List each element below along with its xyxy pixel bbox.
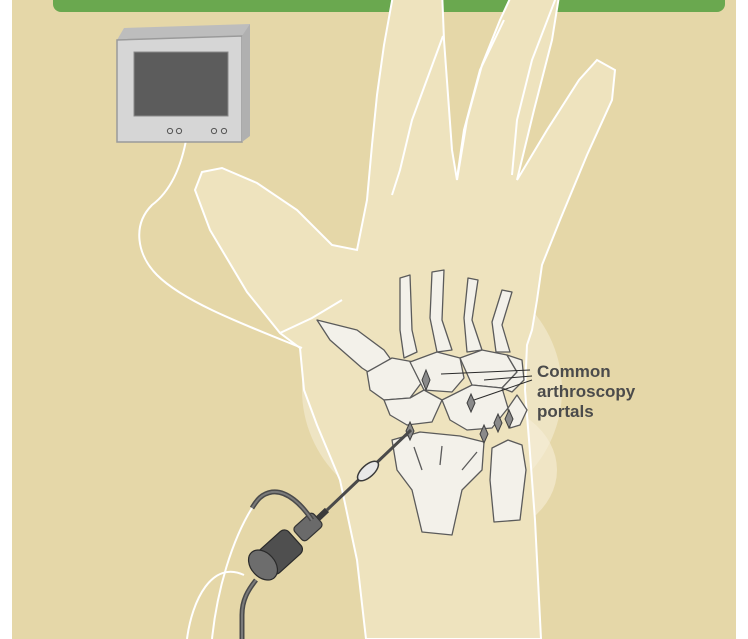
illustration-panel: Common arthroscopy portals [12,0,736,639]
portal-annotation: Common arthroscopy portals [537,362,635,422]
annotation-line-3: portals [537,402,635,422]
monitor-icon [117,24,250,142]
annotation-line-2: arthroscopy [537,382,635,402]
annotation-line-1: Common [537,362,635,382]
wrist-arthroscopy-illustration [12,0,736,639]
